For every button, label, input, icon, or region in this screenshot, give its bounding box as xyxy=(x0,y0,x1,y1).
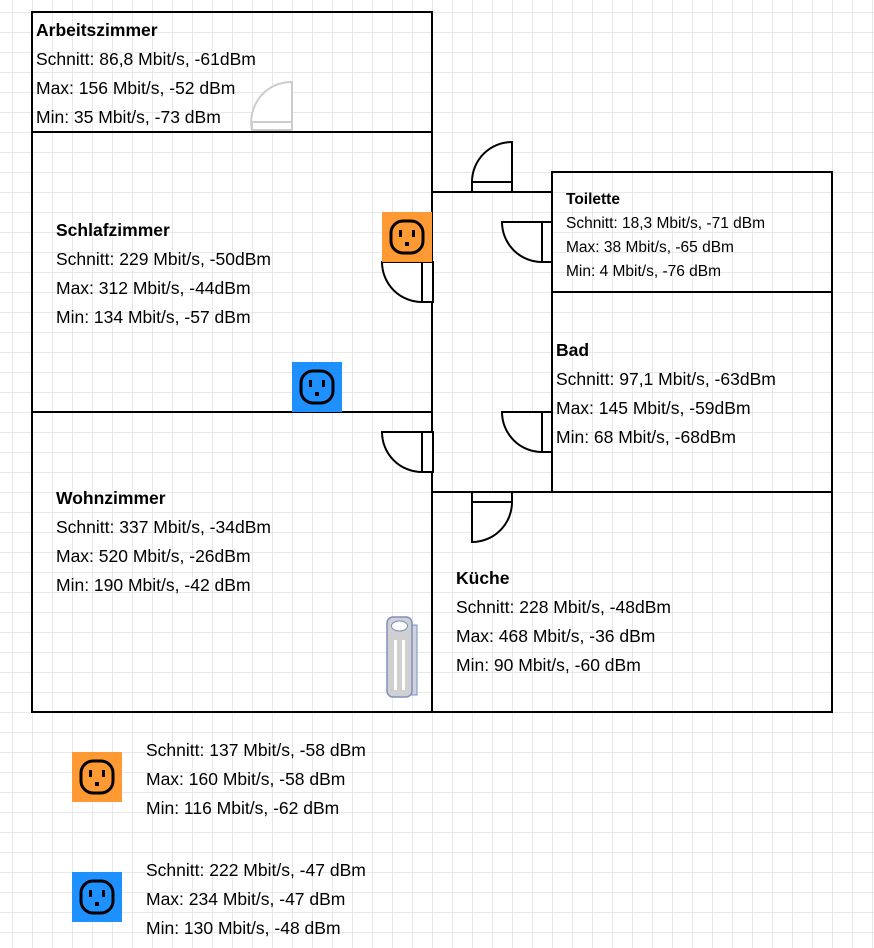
room-label-schlafzimmer: Schlafzimmer Schnitt: 229 Mbit/s, -50dBm… xyxy=(56,216,271,332)
room-name: Schlafzimmer xyxy=(56,220,170,240)
room-name: Wohnzimmer xyxy=(56,488,166,508)
power-outlet-icon xyxy=(72,752,122,802)
legend-outlet-blue: Schnitt: 222 Mbit/s, -47 dBm Max: 234 Mb… xyxy=(146,856,366,943)
door-arbeitszimmer xyxy=(250,80,293,131)
avg-value: Schnitt: 222 Mbit/s, -47 dBm xyxy=(146,860,366,880)
min-value: Min: 130 Mbit/s, -48 dBm xyxy=(146,918,341,938)
power-outlet-icon xyxy=(292,362,342,412)
room-name: Bad xyxy=(556,340,590,360)
avg-value: Schnitt: 18,3 Mbit/s, -71 dBm xyxy=(566,215,766,232)
legend-outlet-orange: Schnitt: 137 Mbit/s, -58 dBm Max: 160 Mb… xyxy=(146,736,366,823)
min-value: Min: 190 Mbit/s, -42 dBm xyxy=(56,575,251,595)
avg-value: Schnitt: 137 Mbit/s, -58 dBm xyxy=(146,740,366,760)
door-schlafzimmer xyxy=(380,261,434,304)
max-value: Max: 312 Mbit/s, -44dBm xyxy=(56,278,251,298)
avg-value: Schnitt: 228 Mbit/s, -48dBm xyxy=(456,597,671,617)
min-value: Min: 134 Mbit/s, -57 dBm xyxy=(56,307,251,327)
avg-value: Schnitt: 337 Mbit/s, -34dBm xyxy=(56,517,271,537)
room-name: Arbeitszimmer xyxy=(36,20,158,40)
door-kueche xyxy=(471,491,514,544)
room-label-toilette: Toilette Schnitt: 18,3 Mbit/s, -71 dBm M… xyxy=(566,188,765,284)
room-name: Küche xyxy=(456,568,510,588)
room-label-arbeitszimmer: Arbeitszimmer Schnitt: 86,8 Mbit/s, -61d… xyxy=(36,16,256,132)
power-outlet-icon xyxy=(72,872,122,922)
room-label-bad: Bad Schnitt: 97,1 Mbit/s, -63dBm Max: 14… xyxy=(556,336,776,452)
door-wohnzimmer xyxy=(380,431,434,474)
min-value: Min: 35 Mbit/s, -73 dBm xyxy=(36,107,221,127)
max-value: Max: 38 Mbit/s, -65 dBm xyxy=(566,239,734,256)
max-value: Max: 145 Mbit/s, -59dBm xyxy=(556,398,751,418)
min-value: Min: 4 Mbit/s, -76 dBm xyxy=(566,263,722,280)
power-outlet-icon xyxy=(382,212,432,262)
router-icon xyxy=(386,616,418,698)
door-toilette xyxy=(500,221,553,264)
room-name: Toilette xyxy=(566,191,620,208)
door-bad xyxy=(500,411,553,454)
max-value: Max: 468 Mbit/s, -36 dBm xyxy=(456,626,656,646)
min-value: Min: 116 Mbit/s, -62 dBm xyxy=(146,798,340,818)
max-value: Max: 234 Mbit/s, -47 dBm xyxy=(146,889,346,909)
door-flur-top xyxy=(470,140,513,193)
avg-value: Schnitt: 97,1 Mbit/s, -63dBm xyxy=(556,369,776,389)
room-label-wohnzimmer: Wohnzimmer Schnitt: 337 Mbit/s, -34dBm M… xyxy=(56,484,271,600)
min-value: Min: 68 Mbit/s, -68dBm xyxy=(556,427,736,447)
avg-value: Schnitt: 86,8 Mbit/s, -61dBm xyxy=(36,49,256,69)
room-label-kueche: Küche Schnitt: 228 Mbit/s, -48dBm Max: 4… xyxy=(456,564,671,680)
avg-value: Schnitt: 229 Mbit/s, -50dBm xyxy=(56,249,271,269)
min-value: Min: 90 Mbit/s, -60 dBm xyxy=(456,655,641,675)
room-kueche xyxy=(431,491,833,713)
max-value: Max: 520 Mbit/s, -26dBm xyxy=(56,546,251,566)
max-value: Max: 160 Mbit/s, -58 dBm xyxy=(146,769,346,789)
max-value: Max: 156 Mbit/s, -52 dBm xyxy=(36,78,236,98)
